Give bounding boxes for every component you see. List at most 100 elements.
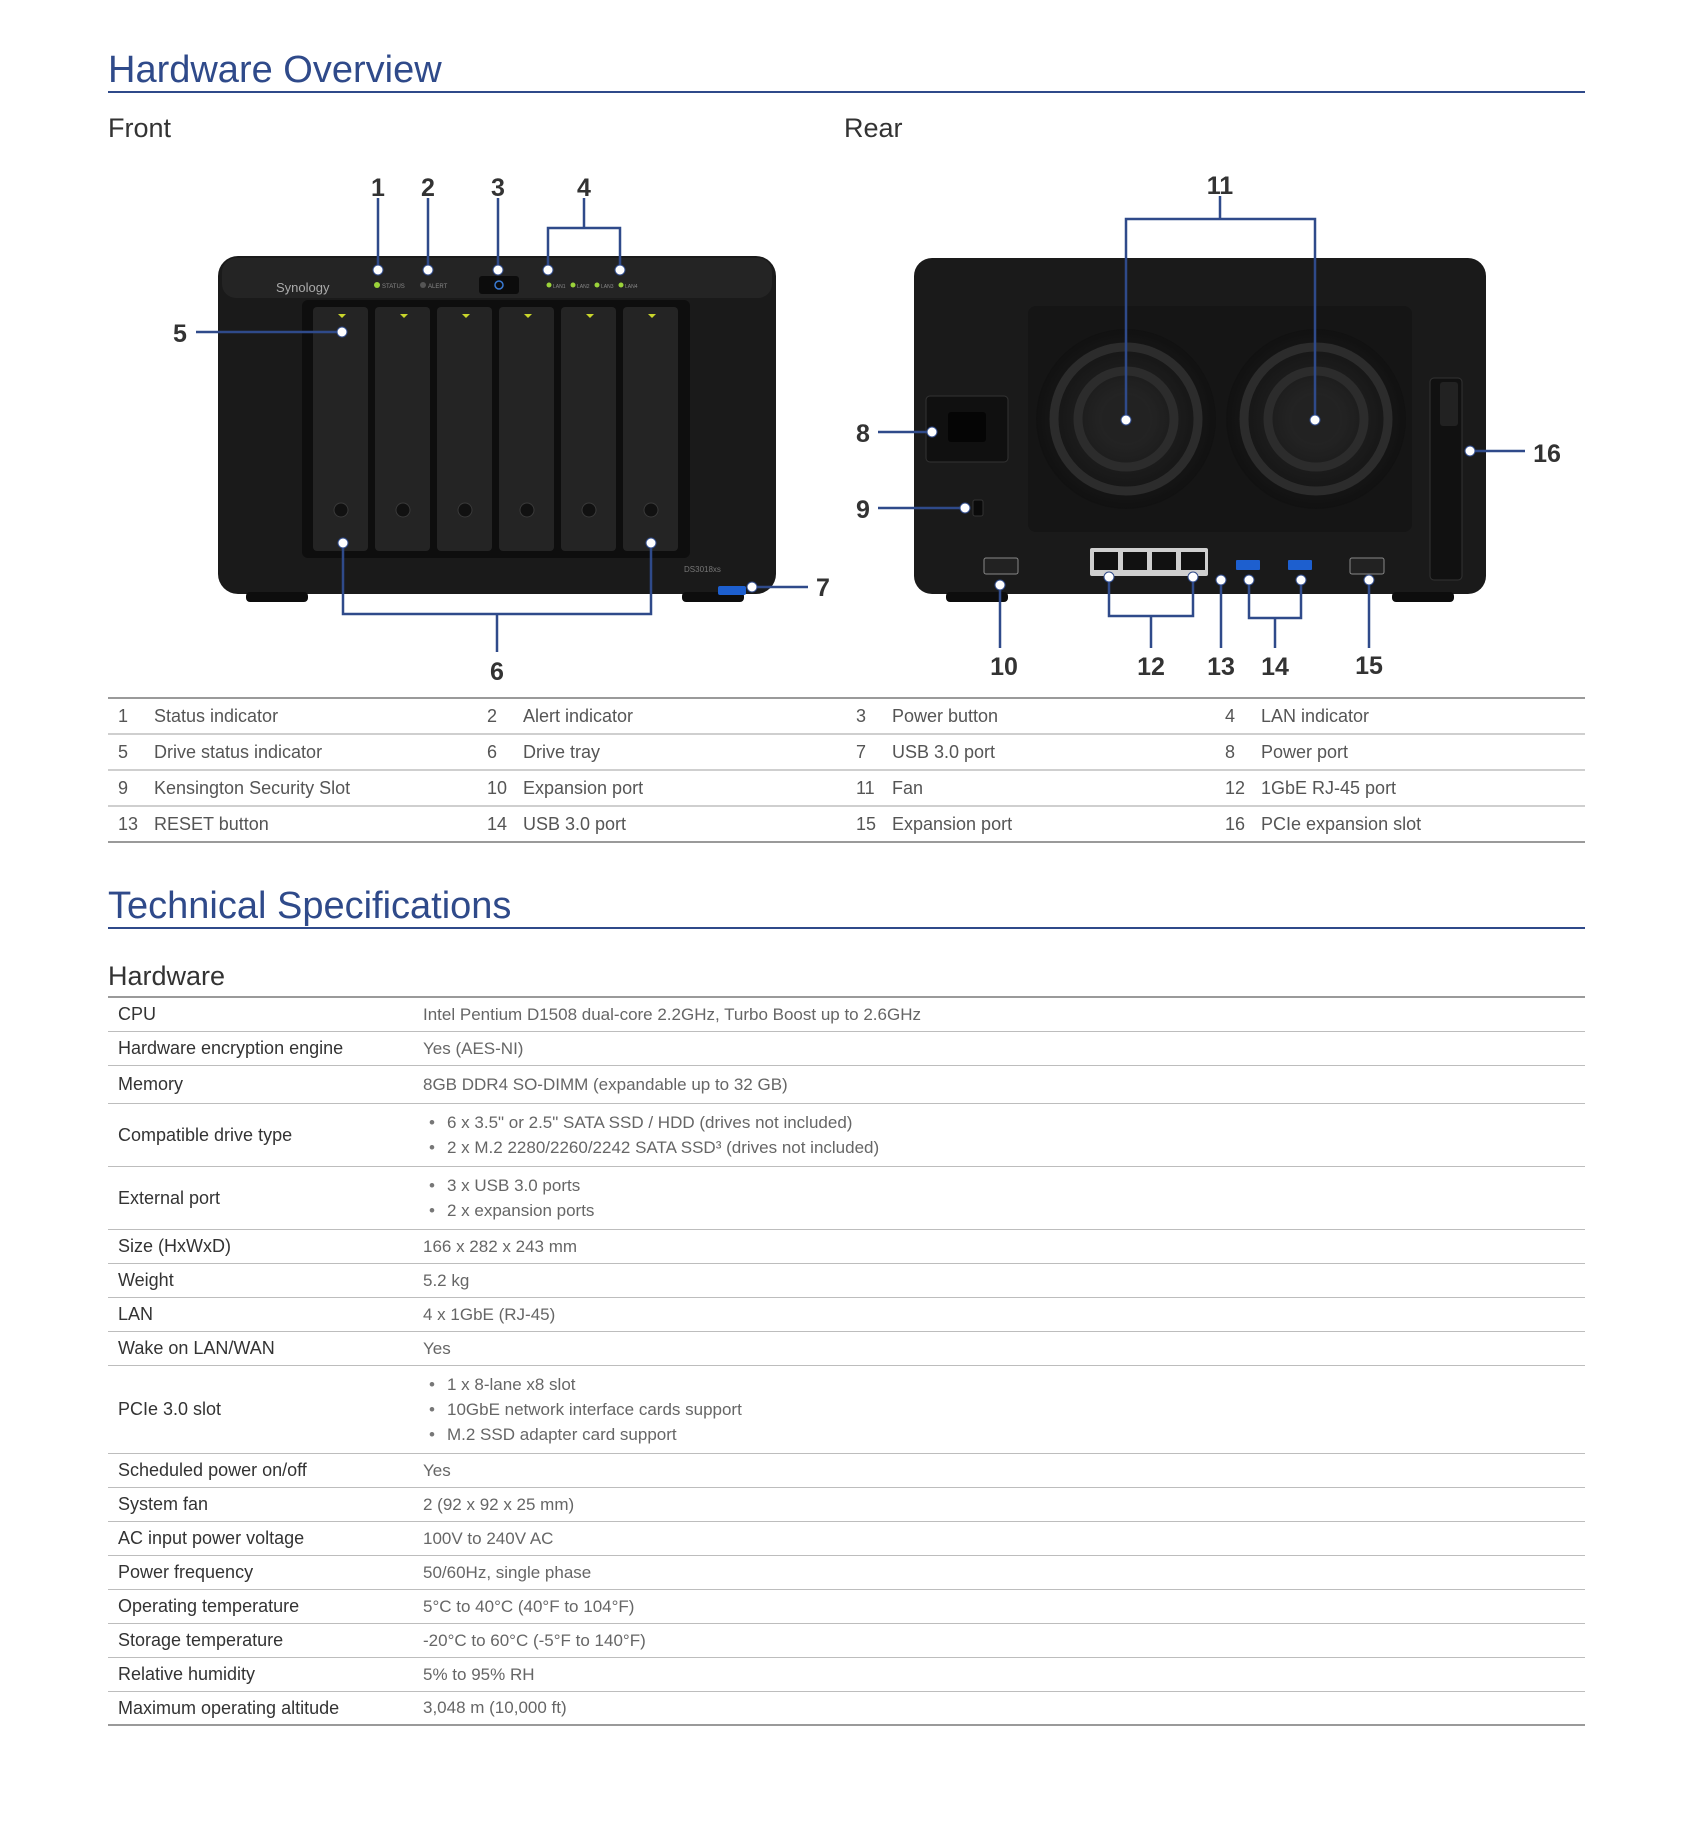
drive-tray[interactable] [561, 307, 616, 551]
status-led-label: STATUS [382, 284, 405, 290]
spec-key: External port [118, 1187, 221, 1208]
tech-specs-rule [108, 927, 1585, 929]
kensington-slot[interactable] [972, 499, 984, 517]
spec-bullet: M.2 SSD adapter card support [423, 1422, 1585, 1447]
callout-4: 4 [577, 174, 591, 202]
spec-key: Relative humidity [118, 1664, 256, 1684]
spec-row: Size (HxWxD)166 x 282 x 243 mm [108, 1230, 1585, 1264]
spec-value: 4 x 1GbE (RJ-45) [423, 1304, 556, 1324]
hardware-diagram: Synology STATUS ALERT LAN1 LAN2 LAN3 LAN… [173, 172, 1561, 686]
spec-key: CPU [118, 1004, 157, 1024]
part-label: Kensington Security Slot [154, 777, 351, 798]
part-label: LAN indicator [1261, 705, 1370, 726]
lan2-led-label: LAN2 [577, 284, 590, 290]
spec-bullet: 2 x M.2 2280/2260/2242 SATA SSD³ (drives… [423, 1135, 1585, 1160]
spec-row: Scheduled power on/off Yes [108, 1454, 1585, 1488]
spec-value: 100V to 240V AC [423, 1528, 554, 1548]
part-number: 7 [856, 741, 867, 762]
drive-tray[interactable] [375, 307, 430, 551]
drive-tray[interactable] [499, 307, 554, 551]
spec-key: Operating temperature [118, 1596, 300, 1616]
spec-value: 166 x 282 x 243 mm [423, 1236, 578, 1256]
drive-tray[interactable] [437, 307, 492, 551]
part-label: Expansion port [892, 813, 1013, 834]
lan3-led-label: LAN3 [601, 284, 614, 290]
callout-8: 8 [856, 420, 870, 448]
spec-row: LAN 4 x 1GbE (RJ-45) [108, 1298, 1585, 1332]
part-label: 1GbE RJ-45 port [1261, 777, 1397, 798]
brand-logo: Synology [276, 280, 330, 295]
spec-key: LAN [118, 1304, 154, 1324]
callout-lines [196, 196, 1525, 652]
power-button[interactable] [479, 276, 519, 294]
part-number: 4 [1225, 705, 1236, 726]
spec-value: -20°C to 60°C (-5°F to 140°F) [423, 1630, 646, 1650]
spec-key: Scheduled power on/off [118, 1460, 307, 1480]
part-number: 11 [856, 777, 875, 798]
tech-specs-title: Technical Specifications [108, 885, 512, 927]
spec-key: Hardware encryption engine [118, 1038, 344, 1058]
spec-value: 3 x USB 3.0 ports2 x expansion ports [423, 1167, 1585, 1229]
spec-value: 5°C to 40°C (40°F to 104°F) [423, 1596, 635, 1616]
spec-row: Storage temperature -20°C to 60°C (-5°F t… [108, 1624, 1585, 1658]
spec-bullet: 2 x expansion ports [423, 1198, 1585, 1223]
part-label: Drive tray [523, 741, 601, 762]
spec-value: 6 x 3.5" or 2.5" SATA SSD / HDD (drives … [423, 1104, 1585, 1166]
drive-trays [313, 307, 678, 551]
callout-11: 11 [1207, 172, 1234, 200]
rear-usb-port[interactable] [1236, 560, 1260, 570]
part-number: 8 [1225, 741, 1236, 762]
hardware-overview-title: Hardware Overview [108, 49, 442, 91]
spec-key: Storage temperature [118, 1630, 284, 1650]
power-icon [494, 280, 504, 290]
rear-usb-port[interactable] [1288, 560, 1312, 570]
spec-key: Weight [118, 1270, 174, 1290]
rear-label: Rear [844, 113, 903, 143]
spec-value: 8GB DDR4 SO-DIMM (expandable up to 32 GB… [423, 1074, 788, 1094]
spec-key: PCIe 3.0 slot [118, 1399, 222, 1419]
callout-2: 2 [421, 174, 435, 202]
part-label: USB 3.0 port [892, 741, 996, 762]
spec-value: 1 x 8-lane x8 slot10GbE network interfac… [423, 1366, 1585, 1453]
hardware-subtitle: Hardware [108, 961, 226, 991]
drive-tray[interactable] [313, 307, 368, 551]
front-usb-port[interactable] [718, 586, 746, 595]
callout-12: 12 [1137, 653, 1165, 681]
part-number: 16 [1225, 813, 1246, 834]
spec-value: Yes [423, 1460, 451, 1480]
part-number: 15 [856, 813, 877, 834]
spec-key: Power frequency [118, 1562, 254, 1582]
expansion-port-right[interactable] [1349, 557, 1385, 575]
drive-tray[interactable] [623, 307, 678, 551]
expansion-port-left[interactable] [983, 557, 1019, 575]
spec-bullet: 10GbE network interface cards support [423, 1397, 1585, 1422]
front-label: Front [108, 113, 172, 143]
callout-16: 16 [1533, 440, 1561, 468]
spec-key: Maximum operating altitude [118, 1697, 340, 1718]
spec-row: PCIe 3.0 slot 1 x 8-lane x8 slot10GbE net… [108, 1366, 1585, 1454]
front-device: Synology STATUS ALERT LAN1 LAN2 LAN3 LAN… [218, 256, 776, 602]
pcie-slot[interactable] [1429, 377, 1463, 581]
alert-led-label: ALERT [428, 284, 448, 290]
callout-dots [336, 264, 1476, 593]
